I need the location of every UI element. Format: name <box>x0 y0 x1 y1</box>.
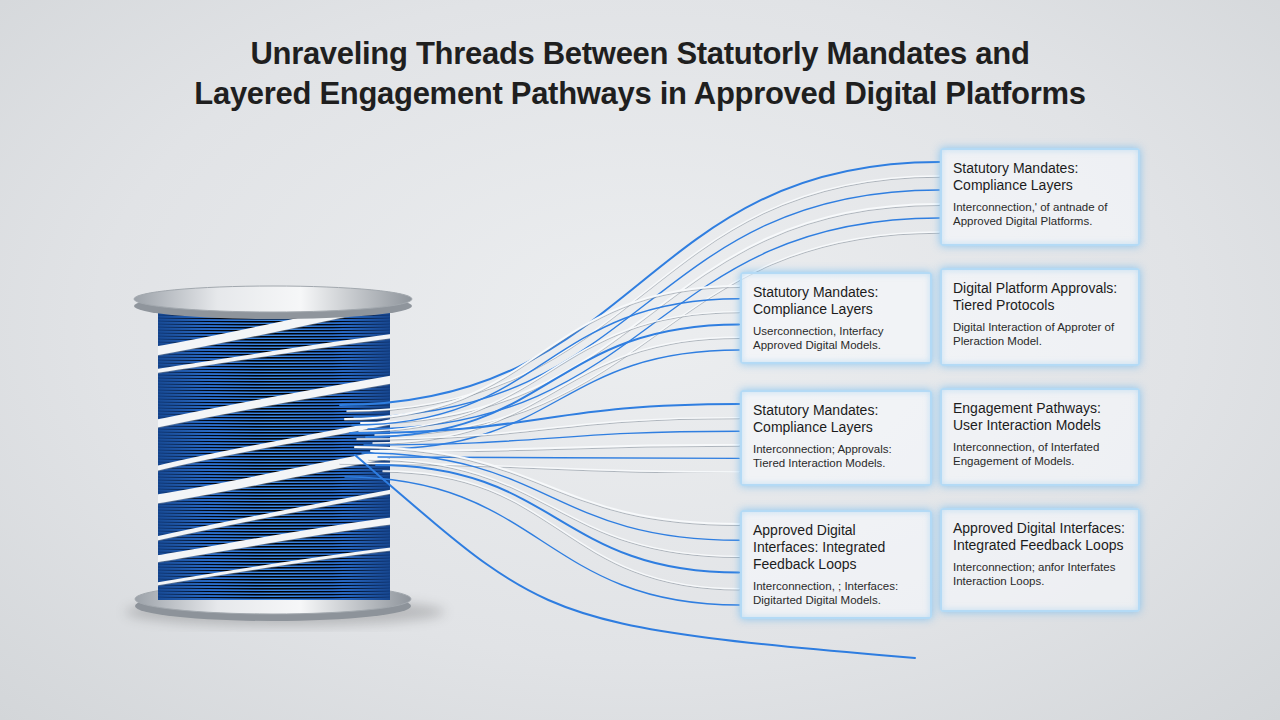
info-box: Engagement Pathways: User Interaction Mo… <box>940 388 1140 486</box>
winding-line <box>158 507 390 509</box>
winding-line <box>158 336 390 338</box>
winding-line <box>158 597 390 599</box>
winding-line <box>158 357 390 359</box>
info-box: Statutory Mandates: Compliance LayersInt… <box>740 390 932 486</box>
box-heading: Statutory Mandates: Compliance Layers <box>753 402 920 436</box>
thread-strand <box>362 453 739 540</box>
winding-line <box>158 438 390 440</box>
winding-line <box>158 333 390 335</box>
info-box: Digital Platform Approvals: Tiered Proto… <box>940 268 1140 366</box>
winding-line <box>158 468 390 470</box>
winding-line <box>158 375 390 377</box>
thread-strand <box>357 418 739 439</box>
winding-line <box>158 483 390 485</box>
winding-line <box>158 519 390 521</box>
winding-line <box>158 573 390 575</box>
thread-strand <box>345 286 739 419</box>
winding-line <box>158 435 390 437</box>
winding-line <box>158 567 390 569</box>
winding-line <box>158 534 390 536</box>
winding-line <box>158 558 390 560</box>
thread-strand <box>380 350 739 449</box>
box-body: Interconnection,' of antnade of Approved… <box>953 200 1128 228</box>
winding-line <box>158 570 390 572</box>
spool-flange <box>134 286 412 312</box>
box-body: Digital Interaction of Approter of Plera… <box>953 320 1128 348</box>
info-box: Approved Digital Interfaces: Integrated … <box>940 508 1140 612</box>
thread-strand <box>371 445 739 451</box>
thread-strand <box>364 431 739 445</box>
box-body: Userconnection, Interfacy Approved Digit… <box>753 324 920 352</box>
winding-line <box>158 591 390 593</box>
winding-line <box>158 465 390 467</box>
winding-line <box>158 594 390 596</box>
info-box: Statutory Mandates: Compliance LayersUse… <box>740 272 932 364</box>
winding-line <box>158 504 390 506</box>
box-body: Interconnection; Approvals: Tiered Inter… <box>753 442 920 470</box>
winding-line <box>158 486 390 488</box>
winding-line <box>158 321 390 323</box>
winding-line <box>158 516 390 518</box>
winding-line <box>158 423 390 425</box>
winding-line <box>158 372 390 374</box>
winding-line <box>158 561 390 563</box>
box-body: Interconnection, of Interfated Engagemen… <box>953 440 1128 468</box>
winding-line <box>158 588 390 590</box>
box-heading: Statutory Mandates: Compliance Layers <box>753 284 920 318</box>
winding-line <box>158 546 390 548</box>
diagram-title: Unraveling Threads Between Statutorly Ma… <box>90 34 1190 114</box>
info-box: Statutory Mandates: Compliance LayersInt… <box>940 148 1140 246</box>
winding-line <box>158 450 390 452</box>
winding-line <box>158 585 390 587</box>
title-area: Unraveling Threads Between Statutorly Ma… <box>40 34 1240 114</box>
winding-line <box>158 510 390 512</box>
box-heading: Approved Digital Interfaces: Integrated … <box>953 520 1128 554</box>
box-heading: Approved Digital Interfaces: Integrated … <box>753 522 920 573</box>
thread-strands <box>340 162 939 658</box>
thread-strand <box>352 299 739 425</box>
winding-line <box>158 360 390 362</box>
box-heading: Statutory Mandates: Compliance Layers <box>953 160 1128 194</box>
box-heading: Digital Platform Approvals: Tiered Proto… <box>953 280 1128 314</box>
winding-line <box>158 408 390 410</box>
winding-line <box>158 378 390 380</box>
winding-line <box>158 390 390 392</box>
winding-line <box>158 501 390 503</box>
thread-strand <box>340 463 739 472</box>
thread-winding <box>158 300 390 600</box>
info-box: Approved Digital Interfaces: Integrated … <box>740 510 932 619</box>
thread-strand <box>354 190 939 417</box>
box-heading: Engagement Pathways: User Interaction Mo… <box>953 400 1128 434</box>
box-body: Interconnection; anfor Interfates Intera… <box>953 560 1128 588</box>
box-body: Interconnection, ; Interfaces: Digitarte… <box>753 579 920 607</box>
winding-line <box>158 471 390 473</box>
winding-line <box>158 393 390 395</box>
winding-line <box>158 369 390 371</box>
winding-line <box>158 543 390 545</box>
winding-line <box>158 582 390 584</box>
